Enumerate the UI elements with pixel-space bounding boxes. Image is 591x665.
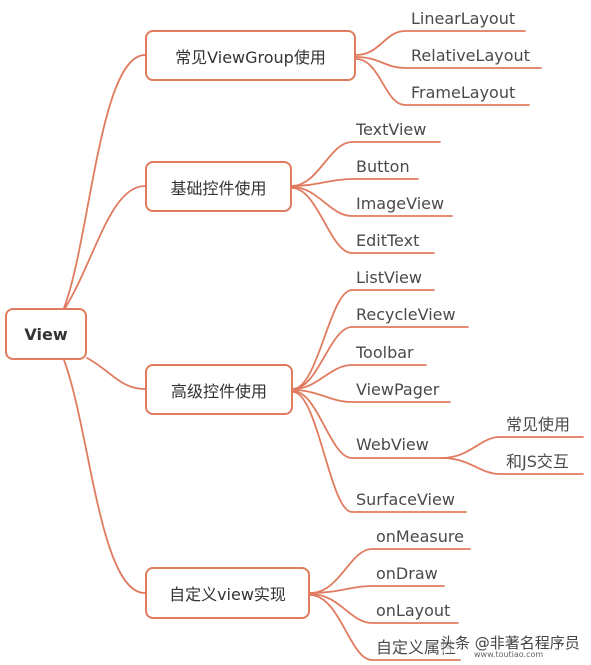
leaf-textview[interactable]: TextView [356, 120, 427, 139]
leaf-edittext[interactable]: EditText [356, 231, 420, 250]
connector-leaf-viewpager [292, 389, 451, 403]
leaf-surfaceview[interactable]: SurfaceView [356, 490, 455, 509]
root-label: View [24, 324, 68, 344]
branch-node-basic-widgets[interactable]: 基础控件使用 [145, 161, 292, 212]
connector-leaf-onlayout [309, 593, 459, 624]
connector-leaf-imageview [291, 186, 453, 217]
leaf-js-interaction[interactable]: 和JS交互 [506, 452, 569, 471]
connector-leaf-button [291, 178, 419, 187]
connector-leaf-edittext [291, 187, 435, 254]
leaf-onmeasure[interactable]: onMeasure [376, 527, 464, 546]
watermark-text: 头条 @非著名程序员 [440, 632, 580, 653]
watermark-url: www.toutiao.com [474, 650, 544, 659]
leaf-webview[interactable]: WebView [356, 435, 429, 454]
connector-root-branch-1 [63, 54, 146, 309]
leaf-toolbar[interactable]: Toolbar [356, 343, 414, 362]
connector-leaf-surfaceview [292, 391, 467, 513]
leaf-recycleview[interactable]: RecycleView [356, 305, 456, 324]
leaf-linearlayout[interactable]: LinearLayout [411, 9, 516, 28]
connector-root-branch-2 [63, 185, 146, 311]
connector-leaf-listview [292, 289, 435, 390]
branch-label: 自定义view实现 [169, 585, 286, 604]
leaf-common-use[interactable]: 常见使用 [506, 415, 571, 434]
branch-node-viewgroup[interactable]: 常见ViewGroup使用 [145, 30, 356, 81]
connector-leaf-ondraw [309, 585, 445, 594]
leaf-custom-attr[interactable]: 自定义属性 [376, 638, 457, 657]
connector-leaf-onmeasure [309, 548, 471, 594]
root-node[interactable]: View [5, 308, 87, 360]
leaf-listview[interactable]: ListView [356, 268, 422, 287]
branch-label: 常见ViewGroup使用 [175, 47, 326, 67]
connector-leaf-common-use [441, 436, 584, 459]
branch-label: 高级控件使用 [170, 381, 267, 401]
leaf-framelayout[interactable]: FrameLayout [411, 83, 516, 102]
leaf-imageview[interactable]: ImageView [356, 194, 445, 213]
connector-leaf-webview [292, 390, 443, 459]
connector-leaf-custom-attr [309, 594, 461, 661]
connector-root-branch-4 [63, 359, 146, 594]
leaf-ondraw[interactable]: onDraw [376, 564, 438, 583]
leaf-viewpager[interactable]: ViewPager [356, 380, 440, 399]
connector-leaf-js-interaction [441, 457, 584, 475]
connector-leaf-toolbar [292, 364, 427, 390]
connector-leaf-relativelayout [355, 56, 542, 69]
connector-leaf-framelayout [355, 58, 530, 106]
connector-root-branch-3 [86, 357, 146, 390]
branch-label: 基础控件使用 [170, 178, 267, 198]
connector-leaf-linearlayout [355, 30, 526, 56]
branch-node-custom-view[interactable]: 自定义view实现 [145, 567, 310, 619]
branch-node-advanced-widgets[interactable]: 高级控件使用 [145, 364, 293, 415]
leaf-button[interactable]: Button [356, 157, 410, 176]
leaf-relativelayout[interactable]: RelativeLayout [411, 46, 530, 65]
connector-leaf-recycleview [292, 326, 469, 390]
leaf-onlayout[interactable]: onLayout [376, 601, 451, 620]
connector-leaf-textview [291, 141, 441, 187]
